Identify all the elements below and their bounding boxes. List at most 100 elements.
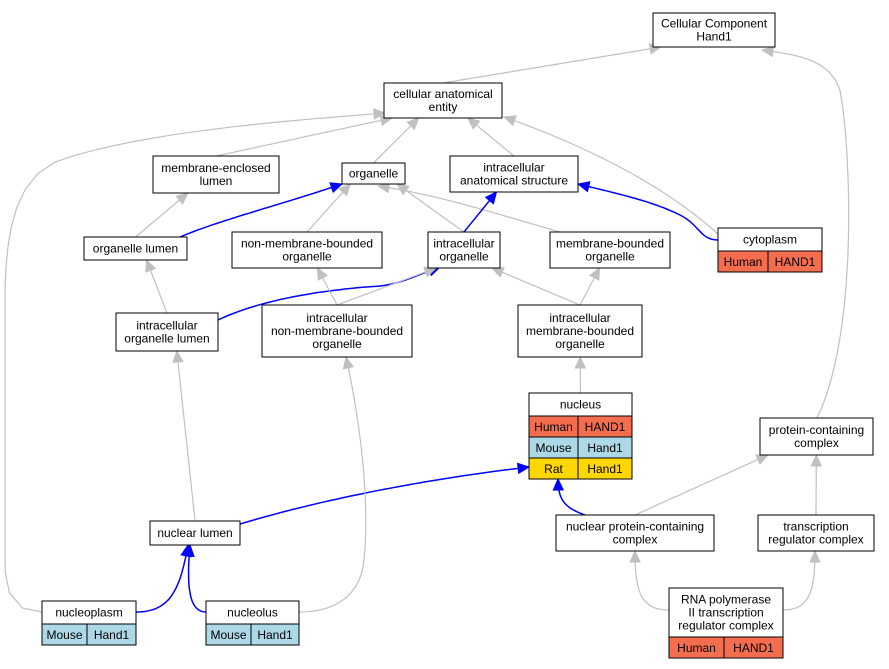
is-a-arrowhead [145, 258, 157, 273]
gene-cell [723, 636, 784, 659]
node-label-line: non-membrane-bounded [241, 237, 373, 251]
node-label-line: membrane-enclosed [161, 161, 270, 175]
node-box [149, 520, 241, 546]
gene-name: Hand1 [587, 462, 623, 476]
gene-cell [577, 457, 633, 480]
node-label-line: regulator complex [678, 619, 773, 633]
edge-line [463, 198, 492, 233]
is-a-edge-cytoplasm-to-cellular-anatomical-entity [502, 115, 721, 237]
node-label-line: intracellular [483, 161, 544, 175]
is-a-arrowhead [466, 117, 481, 130]
species-name: Mouse [46, 628, 82, 642]
is-a-edge-cellular-anatomical-entity-to-cellular-component [442, 43, 663, 84]
is-a-arrowhead [490, 267, 505, 278]
is-a-edge-rna-polymerase-ii-transcription-regulator-complex-to-transcription-regulator-complex [783, 549, 821, 611]
edge-line [634, 559, 669, 611]
part-of-edge-nuclear-lumen-to-nucleus [239, 462, 531, 525]
edge-line [386, 186, 561, 233]
node-label-line: cellular anatomical [393, 87, 492, 101]
part-of-arrowhead [576, 181, 591, 193]
edges-layer [4, 43, 850, 613]
node-label-line: II transcription [688, 606, 763, 620]
node-label-line: complex [613, 533, 658, 547]
edge-line [512, 119, 721, 237]
edge-line [135, 198, 182, 238]
edge-line [4, 113, 377, 613]
node-label-line: nuclear lumen [157, 526, 232, 540]
node-box [383, 82, 503, 119]
node-box [757, 514, 875, 552]
node-label-line: organelle [555, 337, 605, 351]
edge-line [239, 467, 521, 525]
node-box [517, 304, 643, 358]
species-name: Human [724, 255, 763, 269]
is-a-edge-intracellular-non-membrane-bounded-organelle-to-intracellular-organelle [336, 266, 438, 306]
edge-line [149, 268, 168, 314]
node-label-line: entity [429, 100, 458, 114]
node-label-line: anatomical structure [460, 174, 568, 188]
is-a-edge-organelle-lumen-to-membrane-enclosed-lumen [135, 192, 189, 238]
part-of-arrowhead [329, 182, 344, 194]
node-label-line: membrane-bounded [556, 237, 664, 251]
part-of-edge-nucleolus-to-nuclear-lumen [183, 543, 207, 613]
node-label-line: intracellular [136, 319, 197, 333]
node-organelle-lumen[interactable]: organelle lumen [83, 236, 188, 261]
part-of-edge-nuclear-protein-containing-complex-to-nucleus [552, 477, 586, 516]
species-name: Rat [544, 462, 563, 476]
node-label-line: organelle [585, 250, 635, 264]
edge-line [783, 559, 816, 611]
is-a-edge-intracellular-anatomical-structure-to-cellular-anatomical-entity [466, 117, 515, 157]
edge-line [336, 270, 428, 306]
part-of-arrowhead [552, 477, 565, 491]
is-a-arrowhead [406, 117, 420, 131]
node-box [152, 155, 280, 194]
node-intracellular-non-membrane-bounded-organelle[interactable]: intracellularnon-membrane-boundedorganel… [261, 304, 413, 358]
is-a-arrowhead [175, 192, 189, 205]
is-a-arrowhead [629, 549, 641, 563]
gene-cell [250, 623, 300, 646]
part-of-arrowhead [484, 191, 498, 205]
node-nuclear-lumen[interactable]: nuclear lumen [149, 520, 241, 546]
species-name: Mouse [210, 628, 246, 642]
is-a-edge-rna-polymerase-ii-transcription-regulator-complex-to-nuclear-protein-containing-complex [629, 549, 669, 611]
node-box [341, 162, 406, 185]
edge-line [500, 270, 581, 306]
node-box [231, 231, 383, 269]
node-label-line: intracellular [306, 311, 367, 325]
edge-line [187, 553, 207, 613]
part-of-edge-intracellular-organelle-to-intracellular-anatomical-structure [463, 191, 498, 233]
node-label-line: transcription [783, 520, 848, 534]
edge-line [321, 275, 338, 306]
edge-line [306, 190, 345, 233]
part-of-edge-nucleoplasm-to-nuclear-lumen [136, 543, 192, 613]
node-organelle[interactable]: organelle [341, 162, 406, 185]
node-label-line: organelle [349, 167, 399, 181]
edge-line [403, 188, 465, 233]
is-a-edge-nuclear-protein-containing-complex-to-protein-containing-complex [634, 454, 770, 516]
node-label-line: nucleolus [227, 606, 278, 620]
is-a-edge-nuclear-lumen-to-intracellular-organelle-lumen [172, 349, 196, 522]
gene-name: HAND1 [585, 420, 626, 434]
node-box [652, 12, 776, 48]
is-a-arrowhead [574, 355, 587, 369]
